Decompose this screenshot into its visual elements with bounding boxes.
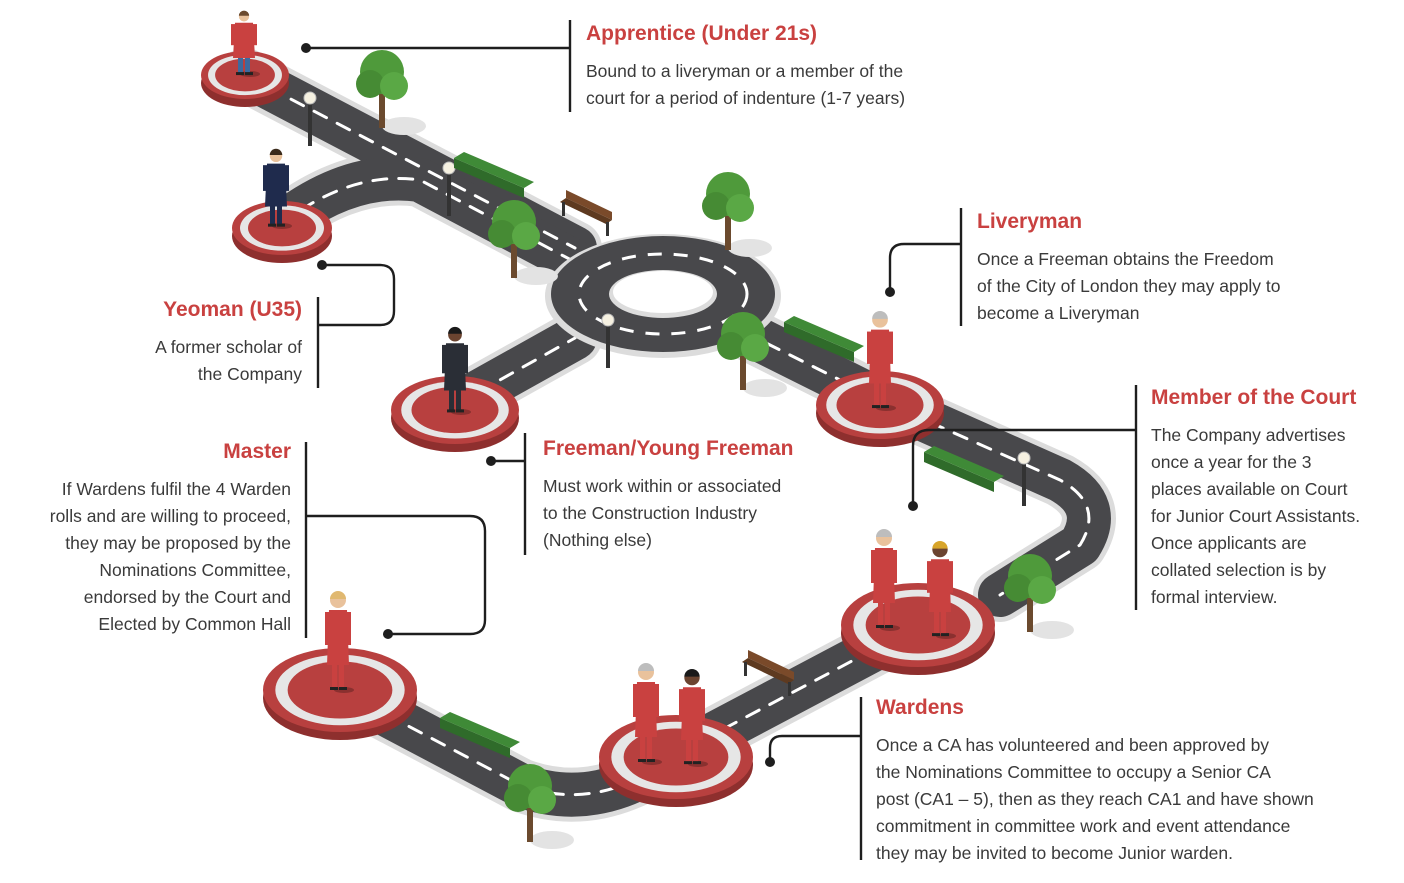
disc-yeoman (232, 201, 332, 263)
member-court-desc-line: formal interview. (1151, 587, 1278, 607)
freeman-desc-line: (Nothing else) (543, 530, 652, 550)
person-icon (263, 148, 292, 229)
member-court-desc-line: collated selection is by (1151, 560, 1327, 580)
liveryman-title: Liveryman (977, 210, 1083, 233)
person-icon (633, 663, 662, 765)
connector-lines (304, 20, 1138, 860)
freeman-desc: Must work within or associated to the Co… (543, 473, 781, 554)
master-desc-line: If Wardens fulfil the 4 Warden (61, 479, 291, 499)
apprentice-desc: Bound to a liveryman or a member of the … (586, 58, 905, 112)
yeoman-desc-line: A former scholar of (155, 337, 302, 357)
member-court-title: Member of the Court (1151, 386, 1357, 409)
freeman-title: Freeman/Young Freeman (543, 437, 794, 460)
connector-liveryman (888, 242, 961, 292)
person-icon (231, 10, 260, 77)
stage-people (231, 10, 956, 767)
person-icon (927, 540, 956, 639)
yeoman-desc-line: the Company (197, 364, 302, 384)
connector-member-court (911, 428, 1136, 506)
master-desc: If Wardens fulfil the 4 Warden rolls and… (50, 476, 291, 638)
disc-wardens (599, 715, 753, 807)
member-court-desc-line: for Junior Court Assistants. (1151, 506, 1361, 526)
apprentice-title: Apprentice (Under 21s) (586, 22, 818, 45)
yeoman-title: Yeoman (U35) (163, 298, 302, 321)
member-court-desc-line: The Company advertises (1151, 425, 1346, 445)
freeman-desc-line: Must work within or associated (543, 476, 782, 496)
freeman-desc-line: to the Construction Industry (543, 503, 757, 523)
liveryman-desc: Once a Freeman obtains the Freedom of th… (977, 246, 1281, 327)
person-icon (442, 326, 471, 415)
person-icon (679, 668, 708, 767)
yeoman-desc: A former scholar of the Company (155, 334, 302, 388)
wardens-title: Wardens (876, 696, 964, 719)
wardens-desc-line: post (CA1 – 5), then as they reach CA1 a… (876, 789, 1314, 809)
member-court-desc-line: Once applicants are (1151, 533, 1307, 553)
apprentice-desc-line: Bound to a liveryman or a member of the (586, 61, 904, 81)
connector-yeoman (318, 263, 396, 327)
person-icon (325, 591, 354, 693)
person-icon (871, 529, 900, 631)
wardens-desc: Once a CA has volunteered and been appro… (876, 732, 1314, 867)
connector-dots (301, 43, 918, 767)
wardens-desc-line: commitment in committee work and event a… (876, 816, 1291, 836)
wardens-desc-line: they may be invited to become Junior war… (876, 843, 1233, 863)
disc-liveryman (816, 371, 944, 447)
liveryman-desc-line: of the City of London they may apply to (977, 276, 1281, 296)
master-desc-line: they may be proposed by the (65, 533, 291, 553)
wardens-desc-line: Once a CA has volunteered and been appro… (876, 735, 1270, 755)
connector-wardens (768, 734, 861, 762)
member-court-desc-line: once a year for the 3 (1151, 452, 1312, 472)
liveryman-desc-line: become a Liveryman (977, 303, 1140, 323)
apprentice-desc-line: court for a period of indenture (1-7 yea… (586, 88, 906, 108)
connector-master (306, 514, 487, 636)
stage-discs (201, 51, 995, 807)
master-desc-line: Nominations Committee, (99, 560, 291, 580)
liveryman-desc-line: Once a Freeman obtains the Freedom (977, 249, 1274, 269)
person-icon (867, 310, 896, 411)
master-title: Master (223, 440, 291, 463)
member-court-desc: The Company advertises once a year for t… (1151, 422, 1360, 611)
master-desc-line: rolls and are willing to proceed, (49, 506, 291, 526)
wardens-desc-line: the Nominations Committee to occupy a Se… (876, 762, 1271, 782)
member-court-desc-line: places available on Court (1151, 479, 1348, 499)
disc-member-court (841, 583, 995, 675)
master-desc-line: Elected by Common Hall (98, 614, 291, 634)
master-desc-line: endorsed by the Court and (83, 587, 291, 607)
